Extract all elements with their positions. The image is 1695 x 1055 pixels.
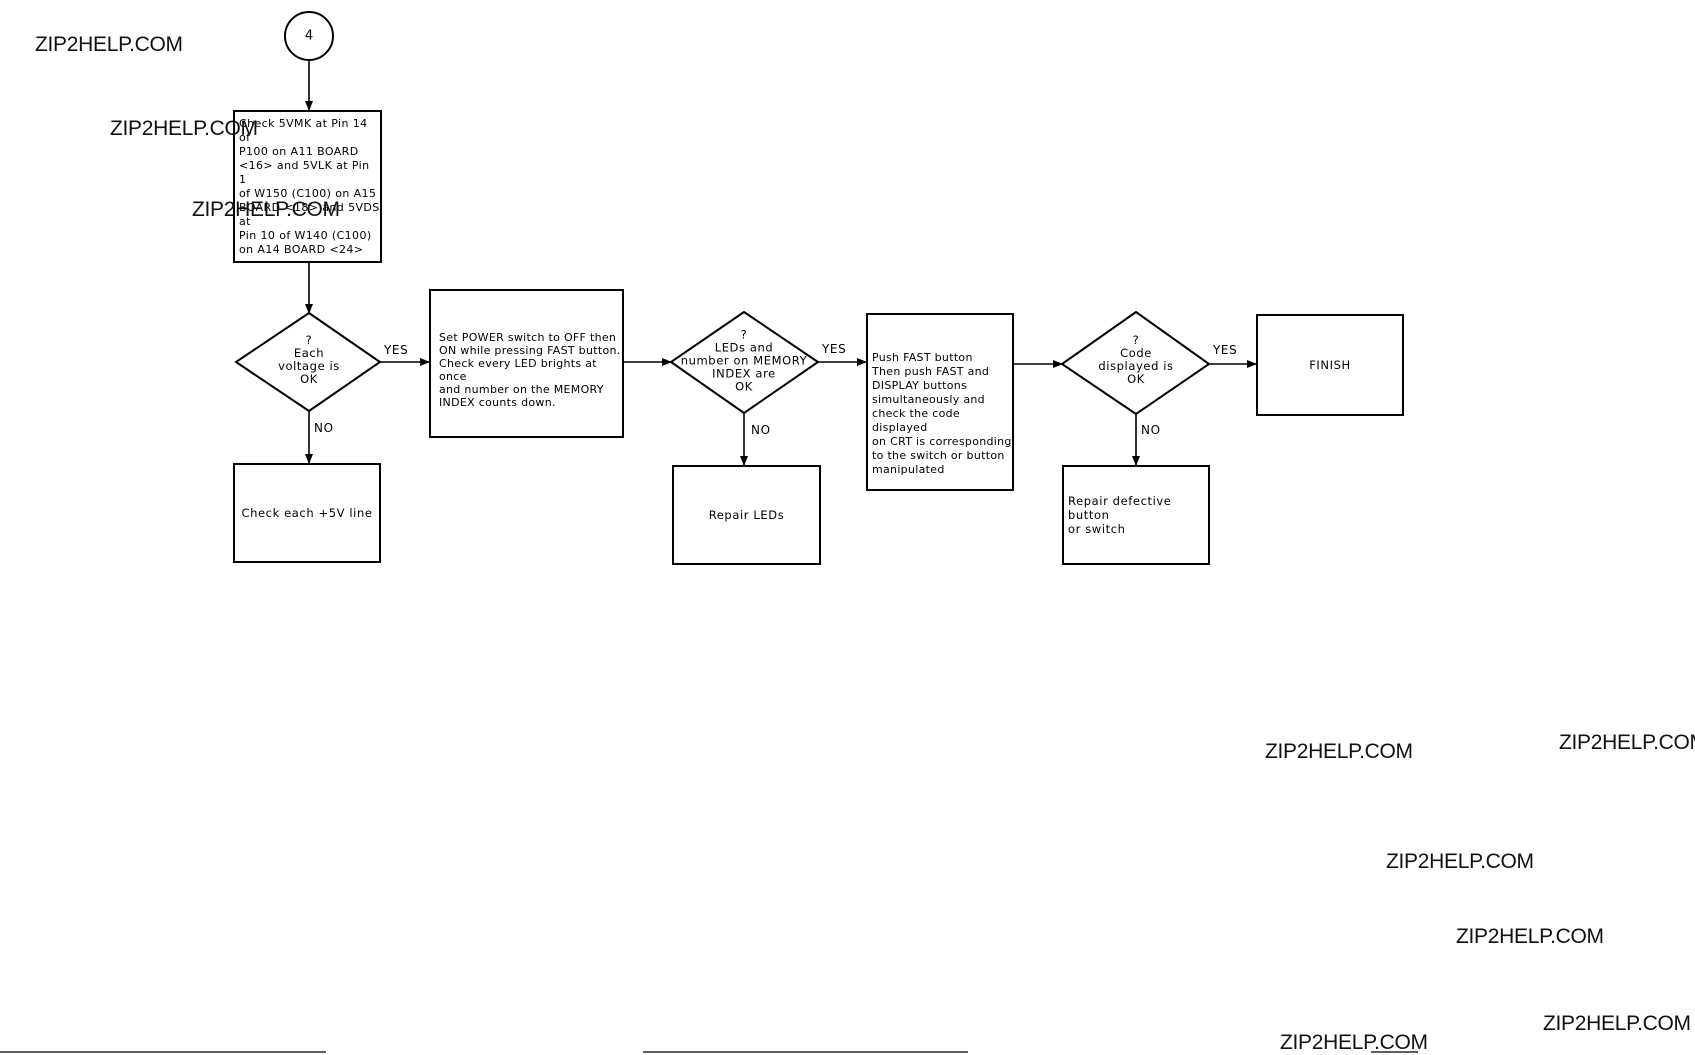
- finish-text: FINISH: [1309, 358, 1351, 372]
- step-check-voltage-box: Check 5VMK at Pin 14 of P100 on A11 BOAR…: [233, 110, 382, 263]
- start-connector-label: 4: [304, 28, 314, 44]
- watermark: ZIP2HELP.COM: [1386, 850, 1534, 873]
- watermark: ZIP2HELP.COM: [1543, 1012, 1691, 1035]
- step-repair-button-box: Repair defective button or switch: [1062, 465, 1210, 565]
- step-set-power-box: Set POWER switch to OFF then ON while pr…: [429, 289, 624, 438]
- step-push-fast-box: Push FAST button Then push FAST and DISP…: [866, 313, 1014, 491]
- decision-voltage-text: ? Each voltage is OK: [278, 333, 340, 386]
- watermark: ZIP2HELP.COM: [1265, 740, 1413, 763]
- no-label-voltage: NO: [314, 421, 334, 435]
- watermark: ZIP2HELP.COM: [110, 117, 258, 140]
- step-repair-button-text: Repair defective button or switch: [1068, 494, 1172, 536]
- no-label-leds: NO: [751, 423, 771, 437]
- step-check-voltage-text: Check 5VMK at Pin 14 of P100 on A11 BOAR…: [239, 116, 380, 256]
- step-repair-leds-text: Repair LEDs: [708, 508, 785, 522]
- watermark: ZIP2HELP.COM: [192, 198, 340, 221]
- yes-label-voltage: YES: [384, 343, 409, 357]
- decision-leds-text: ? LEDs and number on MEMORY INDEX are OK: [680, 327, 808, 394]
- watermark: ZIP2HELP.COM: [35, 33, 183, 56]
- step-check-5v-line-text: Check each +5V line: [241, 506, 373, 520]
- decision-code-text: ? Code displayed is OK: [1098, 333, 1174, 386]
- watermark: ZIP2HELP.COM: [1559, 731, 1695, 754]
- watermark: ZIP2HELP.COM: [1280, 1031, 1428, 1054]
- watermark: ZIP2HELP.COM: [1456, 925, 1604, 948]
- yes-label-leds: YES: [822, 342, 847, 356]
- step-push-fast-text: Push FAST button Then push FAST and DISP…: [872, 351, 1012, 476]
- step-check-5v-line-box: Check each +5V line: [233, 463, 381, 563]
- finish-box: FINISH: [1256, 314, 1404, 416]
- yes-label-code: YES: [1213, 343, 1238, 357]
- step-repair-leds-box: Repair LEDs: [672, 465, 821, 565]
- no-label-code: NO: [1141, 423, 1161, 437]
- step-set-power-text: Set POWER switch to OFF then ON while pr…: [439, 331, 621, 409]
